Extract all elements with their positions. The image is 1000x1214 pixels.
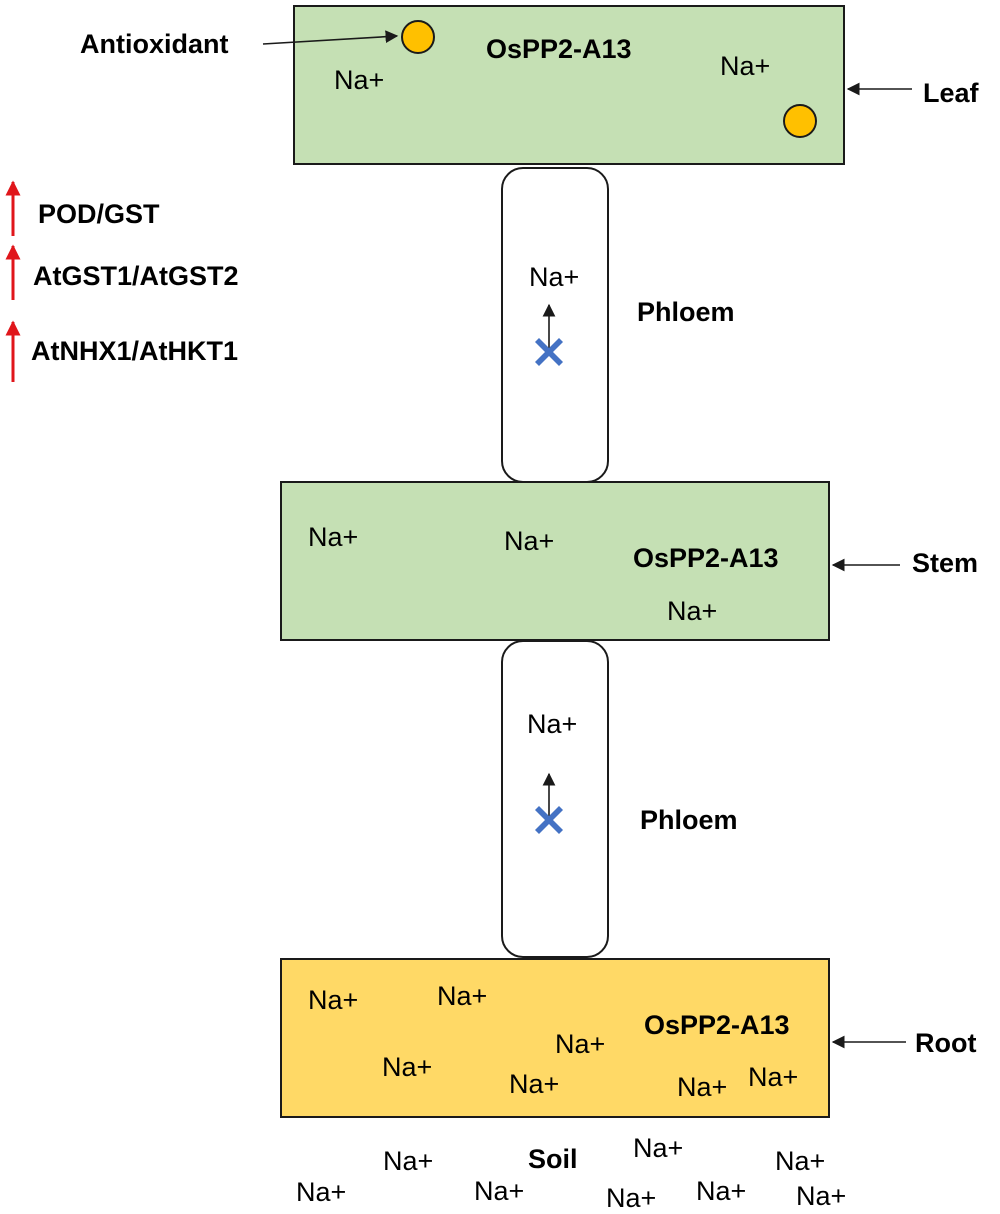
stem-organ-label: Stem — [912, 548, 979, 578]
soil-na-ion: Na+ — [775, 1146, 826, 1176]
phloem-lower-tube — [501, 640, 609, 958]
phloem-upper-na-ion: Na+ — [529, 262, 580, 292]
phloem-lower-na-ion: Na+ — [527, 709, 578, 739]
soil-na-ion: Na+ — [633, 1133, 684, 1163]
root-box — [280, 958, 830, 1118]
soil-na-ion: Na+ — [296, 1177, 347, 1207]
leaf-organ-label: Leaf — [923, 78, 979, 108]
stem-box — [280, 481, 830, 641]
root-na-ion: Na+ — [555, 1029, 606, 1059]
stem-na-ion: Na+ — [308, 522, 359, 552]
phloem-lower-label: Phloem — [640, 805, 738, 835]
soil-na-ion: Na+ — [606, 1183, 657, 1213]
antioxidant-label: Antioxidant — [80, 29, 229, 59]
stem-gene-label: OsPP2-A13 — [633, 543, 779, 573]
root-na-ion: Na+ — [437, 981, 488, 1011]
leaf-na-ion: Na+ — [720, 51, 771, 81]
root-na-ion: Na+ — [748, 1062, 799, 1092]
upregulated-atnhx-athkt: AtNHX1/AtHKT1 — [31, 336, 239, 366]
root-na-ion: Na+ — [382, 1052, 433, 1082]
phloem-upper-tube — [501, 167, 609, 483]
leaf-na-ion: Na+ — [334, 65, 385, 95]
root-na-ion: Na+ — [509, 1069, 560, 1099]
upregulated-pod-gst: POD/GST — [38, 199, 160, 229]
root-organ-label: Root — [915, 1028, 977, 1058]
soil-na-ion: Na+ — [696, 1176, 747, 1206]
soil-na-ion: Na+ — [796, 1181, 847, 1211]
soil-label: Soil — [528, 1144, 578, 1174]
root-gene-label: OsPP2-A13 — [644, 1010, 790, 1040]
phloem-upper-label: Phloem — [637, 297, 735, 327]
antioxidant-circle-icon — [783, 104, 817, 138]
soil-na-ion: Na+ — [383, 1146, 434, 1176]
leaf-box — [293, 5, 845, 165]
leaf-gene-label: OsPP2-A13 — [486, 34, 632, 64]
root-na-ion: Na+ — [677, 1072, 728, 1102]
stem-na-ion: Na+ — [667, 596, 718, 626]
stem-na-ion: Na+ — [504, 526, 555, 556]
antioxidant-circle-icon — [401, 20, 435, 54]
root-na-ion: Na+ — [308, 985, 359, 1015]
soil-na-ion: Na+ — [474, 1176, 525, 1206]
upregulated-atgst: AtGST1/AtGST2 — [33, 261, 239, 291]
